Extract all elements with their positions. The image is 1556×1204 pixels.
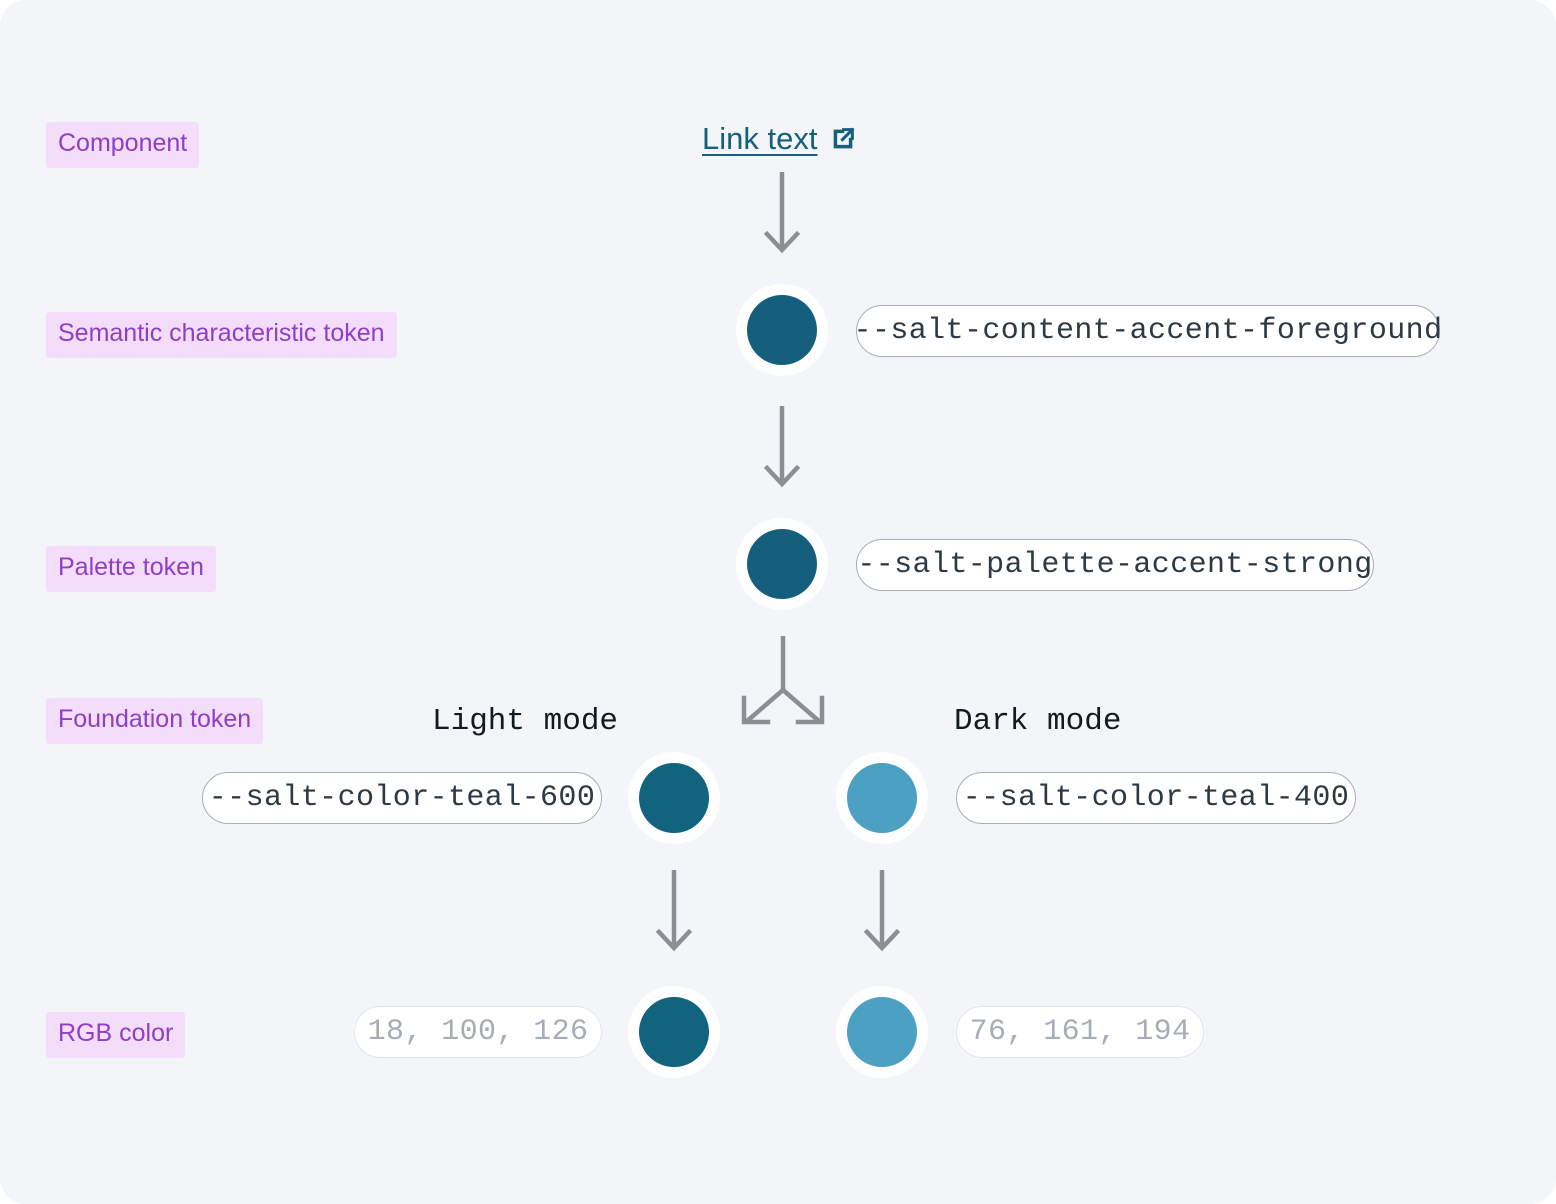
arrow-down-icon-dark-to-rgb <box>863 870 901 952</box>
dark-mode-label: Dark mode <box>954 704 1122 739</box>
swatch-fill-palette <box>747 529 817 599</box>
rgb-pill-dark[interactable]: 76, 161, 194 <box>956 1006 1204 1058</box>
token-pill-palette[interactable]: --salt-palette-accent-strong <box>856 539 1374 591</box>
swatch-palette-token <box>736 518 828 610</box>
link-text[interactable]: Link text <box>702 121 818 156</box>
category-label-semantic-characteristic-token: Semantic characteristic token <box>46 312 397 358</box>
link-component[interactable]: Link text <box>702 123 857 154</box>
swatch-foundation-dark <box>836 752 928 844</box>
token-pill-foundation-light[interactable]: --salt-color-teal-600 <box>202 772 602 824</box>
swatch-fill-rgb-light <box>639 997 709 1067</box>
category-label-foundation-token: Foundation token <box>46 698 264 744</box>
category-label-palette-token: Palette token <box>46 546 216 592</box>
swatch-fill-rgb-dark <box>847 997 917 1067</box>
external-link-icon[interactable] <box>829 125 857 153</box>
swatch-rgb-dark <box>836 986 928 1078</box>
swatch-fill-foundation-dark <box>847 763 917 833</box>
arrow-down-icon-light-to-rgb <box>655 870 693 952</box>
swatch-fill-foundation-light <box>639 763 709 833</box>
swatch-foundation-light <box>628 752 720 844</box>
category-label-component: Component <box>46 122 200 168</box>
category-label-rgb-color: RGB color <box>46 1012 186 1058</box>
token-pill-semantic[interactable]: --salt-content-accent-foreground <box>854 305 1442 357</box>
rgb-pill-light[interactable]: 18, 100, 126 <box>354 1006 602 1058</box>
arrow-down-icon-semantic-to-palette <box>763 406 801 488</box>
light-mode-label: Light mode <box>432 704 619 739</box>
token-pill-foundation-dark[interactable]: --salt-color-teal-400 <box>956 772 1356 824</box>
arrow-branch-down-icon-palette-to-modes <box>741 636 825 725</box>
swatch-fill-semantic <box>747 295 817 365</box>
swatch-rgb-light <box>628 986 720 1078</box>
swatch-semantic-token <box>736 284 828 376</box>
arrow-down-icon-component-to-semantic <box>763 172 801 254</box>
